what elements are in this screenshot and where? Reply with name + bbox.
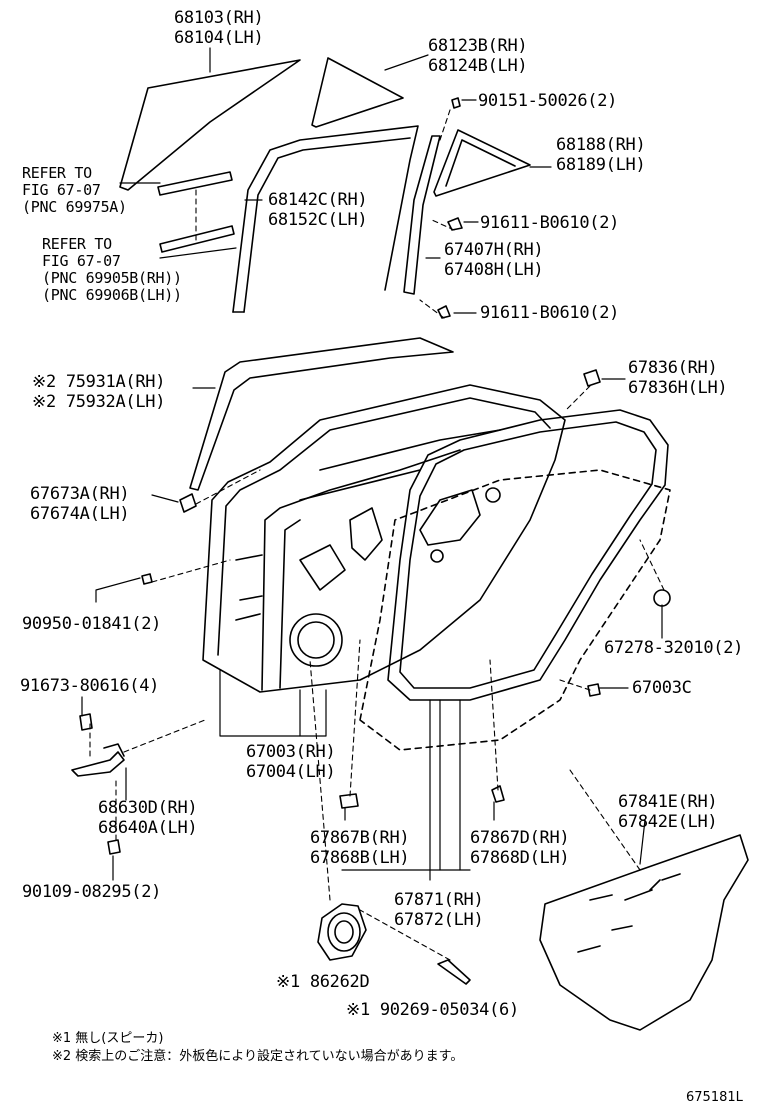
belt-moulding-outer xyxy=(157,171,233,196)
label-67674a-lh: 67674A(LH) xyxy=(30,504,130,524)
division-bar xyxy=(403,135,441,295)
label-91611-a: 91611-B0610(2) xyxy=(480,213,620,233)
label-67867b-rh: 67867B(RH) xyxy=(310,828,410,848)
service-hole-cover xyxy=(539,834,749,1031)
clip-67673a xyxy=(179,493,197,513)
ref1-line3: (PNC 69975A) xyxy=(22,198,127,216)
label-67003-rh: 67003(RH) xyxy=(246,742,336,762)
frame-molding xyxy=(189,337,454,491)
quarter-weatherstrip xyxy=(433,129,531,197)
ref2-line1: REFER TO xyxy=(42,235,112,253)
label-68630d-rh: 68630D(RH) xyxy=(98,798,198,818)
bolt-90109 xyxy=(107,839,121,855)
door-panel xyxy=(202,384,566,693)
screw-91611-b xyxy=(437,305,451,319)
label-67836-rh: 67836(RH) xyxy=(628,358,718,378)
belt-moulding-inner xyxy=(159,225,235,253)
label-90950: 90950-01841(2) xyxy=(22,614,162,634)
label-67407h-rh: 67407H(RH) xyxy=(444,240,544,260)
ref1-line2: FIG 67-07 xyxy=(22,181,101,199)
label-75931a-rh: ※2 75931A(RH) xyxy=(32,372,166,392)
door-glass xyxy=(119,59,301,191)
bolt-91673 xyxy=(79,713,93,731)
relation-lines xyxy=(89,109,665,961)
label-91611-b: 91611-B0610(2) xyxy=(480,303,620,323)
plug-67278 xyxy=(653,589,671,607)
plug-90950 xyxy=(141,573,153,585)
screw-91611-a xyxy=(447,217,463,231)
glass-run xyxy=(232,125,419,313)
ref2-line2: FIG 67-07 xyxy=(42,252,121,270)
label-68189-lh: 68189(LH) xyxy=(556,155,646,175)
label-67673a-rh: 67673A(RH) xyxy=(30,484,130,504)
label-67408h-lh: 67408H(LH) xyxy=(444,260,544,280)
speaker xyxy=(317,903,367,961)
ref2-line4: (PNC 69906B(LH)) xyxy=(42,286,182,304)
label-67872-lh: 67872(LH) xyxy=(394,910,484,930)
clip-67867b xyxy=(339,793,359,809)
label-67868b-lh: 67868B(LH) xyxy=(310,848,410,868)
label-68103-rh: 68103(RH) xyxy=(174,8,264,28)
label-67836h-lh: 67836H(LH) xyxy=(628,378,728,398)
label-67871-rh: 67871(RH) xyxy=(394,890,484,910)
label-90269: ※1 90269-05034(6) xyxy=(346,1000,519,1020)
screw-90269 xyxy=(437,959,471,985)
label-68104-lh: 68104(LH) xyxy=(174,28,264,48)
label-75932a-lh: ※2 75932A(LH) xyxy=(32,392,166,412)
clip-67003c xyxy=(587,683,601,697)
label-67868d-lh: 67868D(LH) xyxy=(470,848,570,868)
label-86262d: ※1 86262D xyxy=(276,972,370,992)
figure-code: 675181L xyxy=(686,1090,743,1105)
label-67003c: 67003C xyxy=(632,678,692,698)
label-90151: 90151-50026(2) xyxy=(478,91,618,111)
clip-67836 xyxy=(583,369,601,387)
label-68188-rh: 68188(RH) xyxy=(556,135,646,155)
quarter-glass xyxy=(311,57,404,128)
label-68142c-rh: 68142C(RH) xyxy=(268,190,368,210)
door-opening-outline xyxy=(359,469,671,751)
label-67841e-rh: 67841E(RH) xyxy=(618,792,718,812)
ref2-line3: (PNC 69905B(RH)) xyxy=(42,269,182,287)
label-68124b-lh: 68124B(LH) xyxy=(428,56,528,76)
ref1-line1: REFER TO xyxy=(22,164,92,182)
door-weatherstrip xyxy=(387,409,669,701)
label-67278: 67278-32010(2) xyxy=(604,638,744,658)
door-check xyxy=(71,743,125,777)
label-91673: 91673-80616(4) xyxy=(20,676,160,696)
footnote-2: ※2 検索上のご注意：外板色により設定されていない場合があります。 xyxy=(52,1049,464,1064)
label-67867d-rh: 67867D(RH) xyxy=(470,828,570,848)
label-68123b-rh: 68123B(RH) xyxy=(428,36,528,56)
label-90109: 90109-08295(2) xyxy=(22,882,162,902)
label-67004-lh: 67004(LH) xyxy=(246,762,336,782)
label-67842e-lh: 67842E(LH) xyxy=(618,812,718,832)
footnote-1: ※1 無し(スピーカ) xyxy=(52,1031,164,1046)
clip-90151 xyxy=(451,97,461,109)
label-68640a-lh: 68640A(LH) xyxy=(98,818,198,838)
label-68152c-lh: 68152C(LH) xyxy=(268,210,368,230)
leader-lines xyxy=(81,47,663,881)
